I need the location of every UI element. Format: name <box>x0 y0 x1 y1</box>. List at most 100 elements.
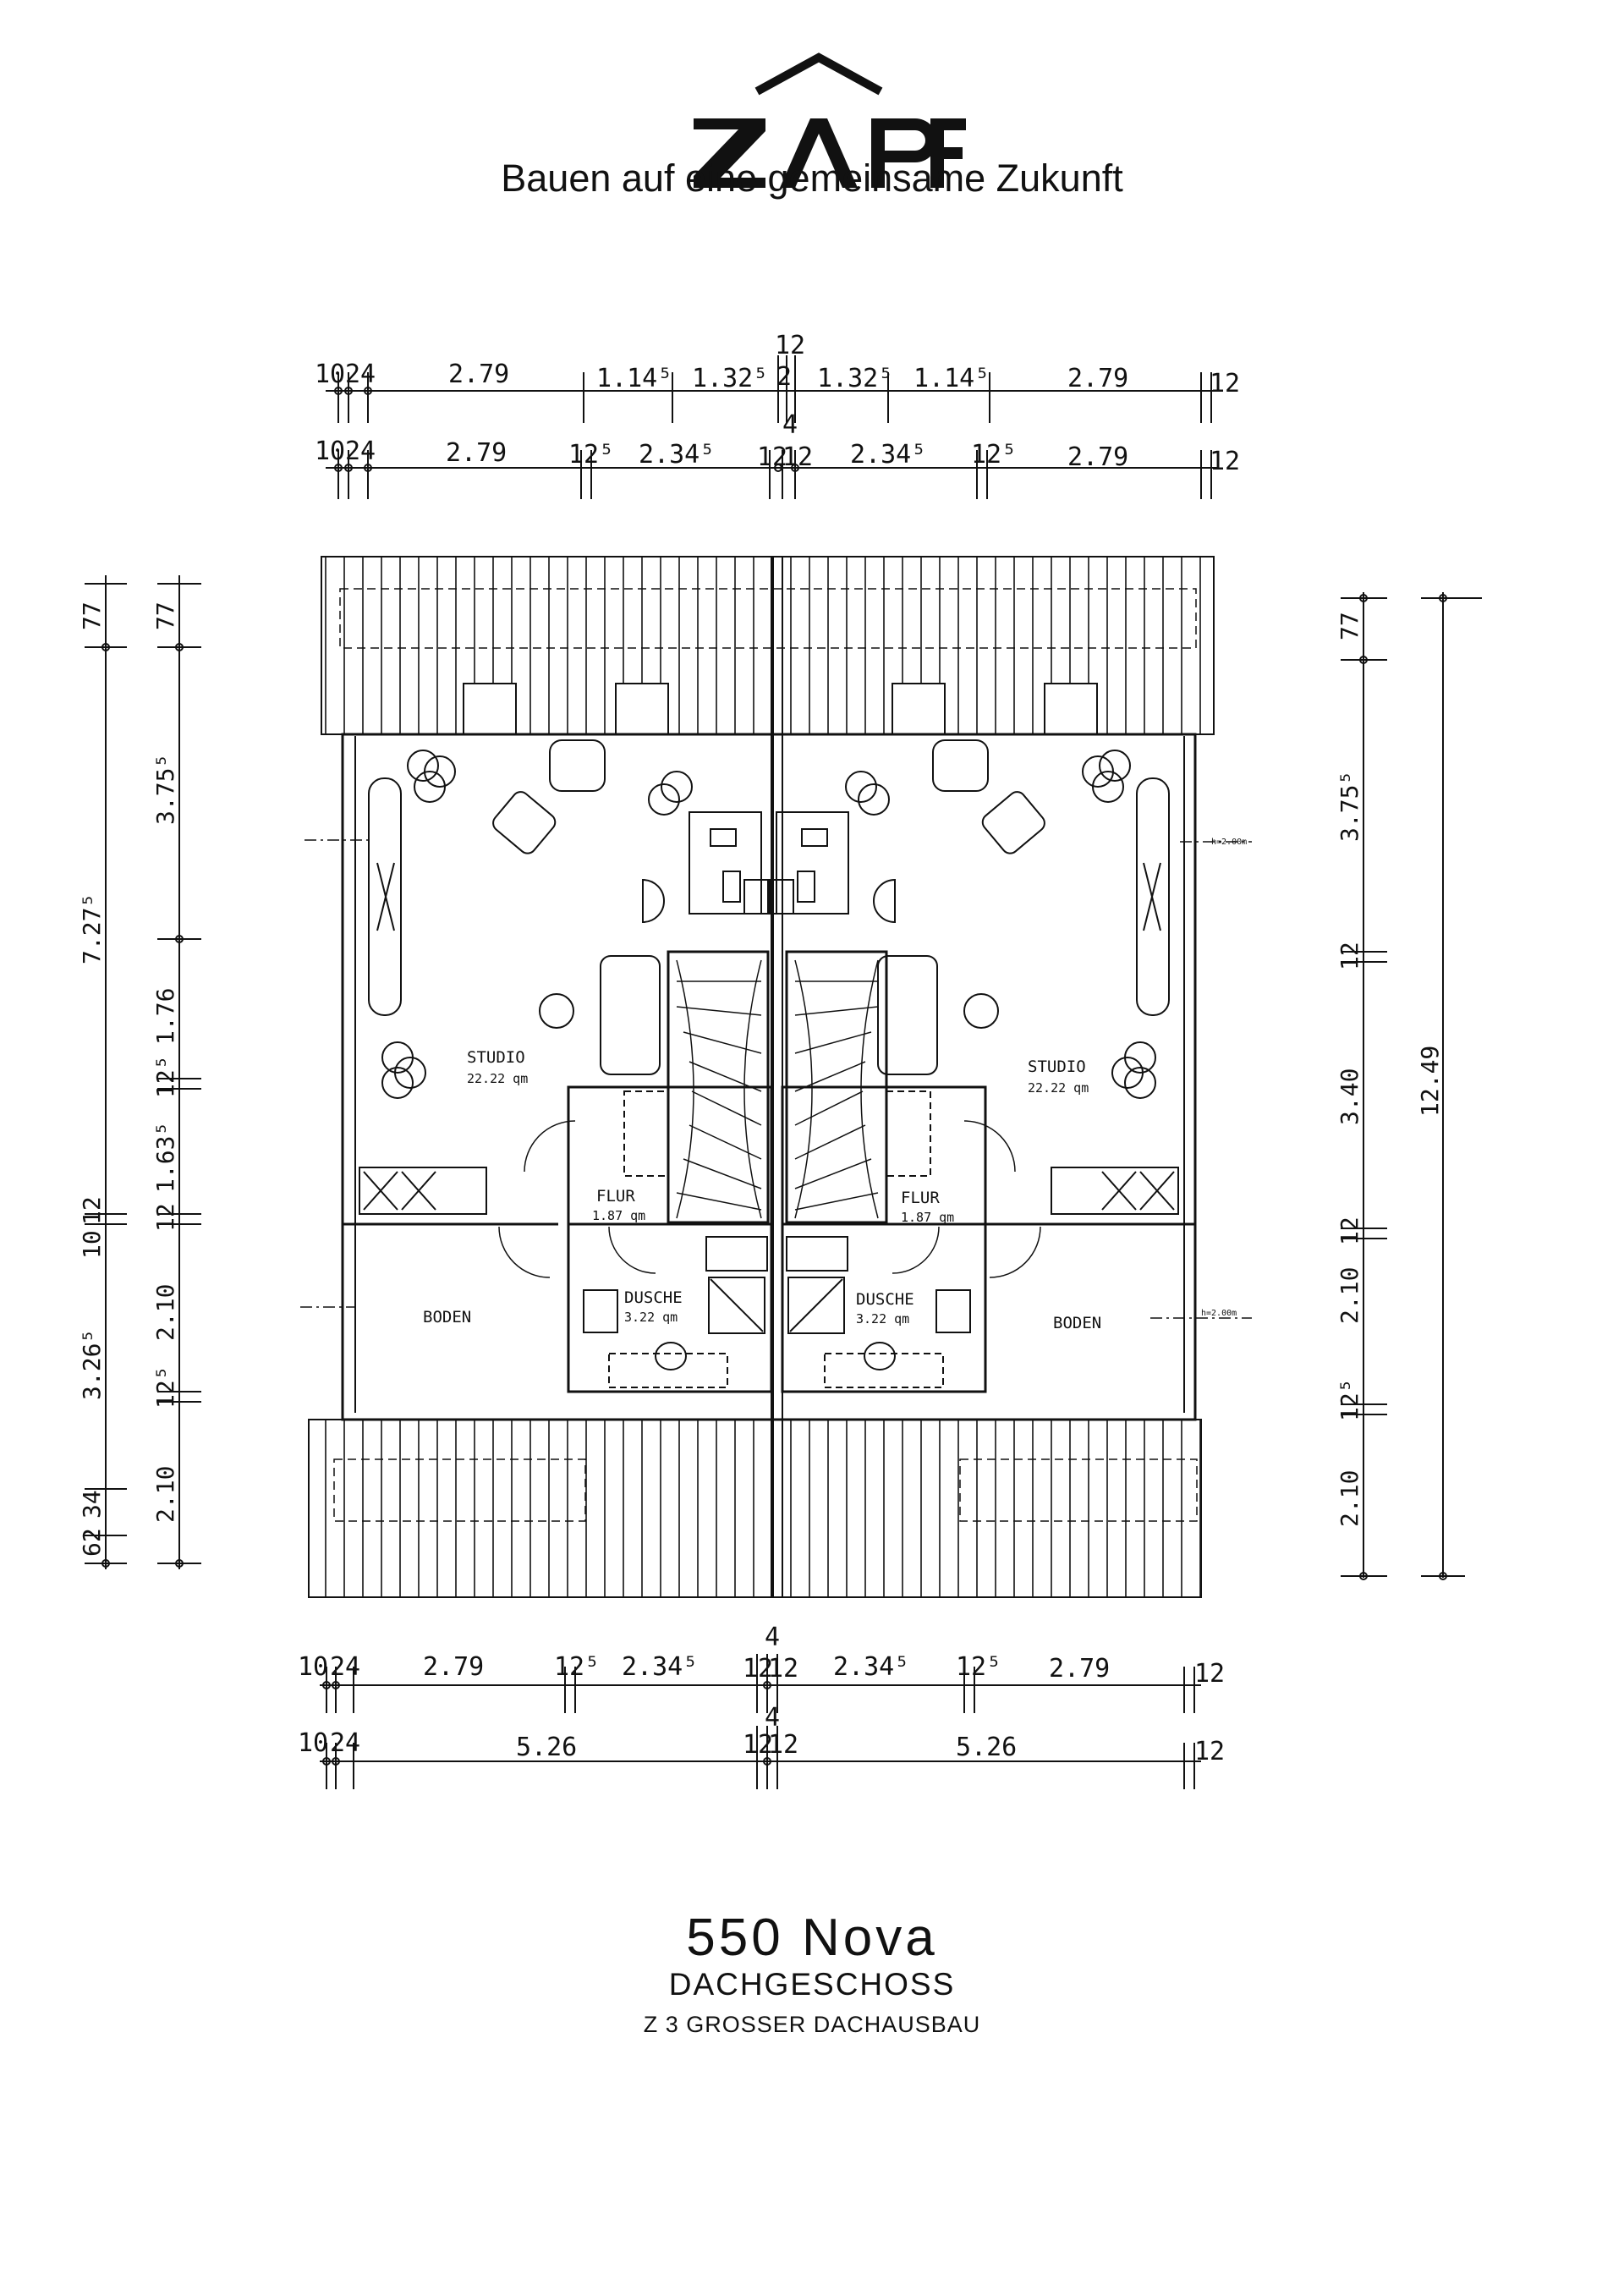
plan-variant: Z 3 GROSSER DACHAUSBAU <box>643 2012 981 2037</box>
svg-text:24: 24 <box>345 437 376 466</box>
flur-right-area: 1.87 qm <box>901 1210 954 1225</box>
svg-text:3.40: 3.40 <box>1336 1068 1363 1125</box>
svg-text:2.10: 2.10 <box>151 1466 179 1523</box>
svg-text:10: 10 <box>315 360 345 389</box>
svg-text:3.75⁵: 3.75⁵ <box>151 754 179 825</box>
svg-text:34: 34 <box>78 1490 106 1519</box>
doors <box>498 1120 1041 1278</box>
svg-text:2.79: 2.79 <box>1067 364 1128 393</box>
svg-text:7.27⁵: 7.27⁵ <box>78 893 106 964</box>
dimension-left-labels: 77 7.27⁵ 10 12 3.26⁵ 62 34 77 3.75⁵ 1.76… <box>78 601 179 1557</box>
svg-text:2.34⁵: 2.34⁵ <box>622 1652 698 1682</box>
svg-text:1.32⁵: 1.32⁵ <box>817 364 893 393</box>
svg-text:12⁵: 12⁵ <box>151 1055 179 1098</box>
svg-text:12: 12 <box>1336 1217 1363 1245</box>
svg-text:12: 12 <box>1210 369 1240 398</box>
plan-title: 550 Nova <box>686 1909 938 1967</box>
svg-text:10: 10 <box>298 1652 328 1682</box>
svg-text:12: 12 <box>78 1196 106 1225</box>
studio-left-label: STUDIO <box>467 1048 525 1067</box>
svg-text:5.26: 5.26 <box>956 1733 1017 1762</box>
svg-text:4: 4 <box>765 1623 780 1652</box>
svg-text:3.75⁵: 3.75⁵ <box>1336 771 1363 842</box>
svg-text:12: 12 <box>1336 942 1363 970</box>
svg-text:10: 10 <box>298 1728 328 1758</box>
svg-text:77: 77 <box>1336 612 1363 640</box>
dimension-top <box>326 355 1218 499</box>
height-note-bottom: h=2.00m <box>1201 1309 1237 1318</box>
studio-left-area: 22.22 qm <box>467 1071 528 1086</box>
dusche-right-area: 3.22 qm <box>856 1311 909 1327</box>
dusche-right-label: DUSCHE <box>856 1290 914 1309</box>
svg-text:2.10: 2.10 <box>1336 1470 1363 1527</box>
svg-text:12⁵: 12⁵ <box>151 1365 179 1409</box>
boden-left-label: BODEN <box>423 1308 471 1327</box>
flur-left-label: FLUR <box>596 1187 635 1206</box>
boden-right-label: BODEN <box>1053 1314 1101 1332</box>
svg-text:12⁵: 12⁵ <box>554 1652 600 1682</box>
svg-text:12⁵: 12⁵ <box>1336 1378 1363 1421</box>
flur-left-area: 1.87 qm <box>592 1208 645 1223</box>
dormers <box>463 683 1098 744</box>
dusche-left-area: 3.22 qm <box>624 1310 678 1325</box>
svg-text:12: 12 <box>151 1203 179 1232</box>
dimension-left <box>85 575 201 1569</box>
svg-text:12: 12 <box>768 1730 798 1760</box>
svg-text:24: 24 <box>345 360 376 389</box>
svg-text:12: 12 <box>743 1654 773 1684</box>
flur-right-label: FLUR <box>901 1189 940 1207</box>
svg-text:2.10: 2.10 <box>1336 1267 1363 1324</box>
room-labels: STUDIO 22.22 qm STUDIO 22.22 qm FLUR 1.8… <box>423 838 1247 1332</box>
svg-text:2.79: 2.79 <box>1049 1654 1110 1684</box>
roof-dashed <box>333 588 1198 1522</box>
dimension-right <box>1341 592 1482 1580</box>
logo-mark <box>694 52 966 188</box>
svg-text:24: 24 <box>330 1652 360 1682</box>
svg-text:10: 10 <box>78 1230 106 1259</box>
studio-right-area: 22.22 qm <box>1028 1080 1089 1096</box>
svg-text:4: 4 <box>782 410 798 440</box>
svg-text:5.26: 5.26 <box>516 1733 577 1762</box>
svg-text:12: 12 <box>757 442 787 472</box>
roof-bottom <box>308 1419 1202 1598</box>
svg-text:12⁵: 12⁵ <box>956 1652 1001 1682</box>
svg-text:12: 12 <box>1210 447 1240 476</box>
svg-text:12: 12 <box>768 1654 798 1684</box>
svg-text:3.26⁵: 3.26⁵ <box>78 1329 106 1400</box>
logo-tagline: Bauen auf eine gemeinsame Zukunft <box>501 157 1123 200</box>
dimension-top-labels: 10 24 2.79 1.14⁵ 1.32⁵ 12 2 4 1.32⁵ 1.14… <box>315 331 1240 476</box>
svg-text:1.63⁵: 1.63⁵ <box>151 1122 179 1193</box>
svg-text:12: 12 <box>743 1730 773 1760</box>
svg-text:2.79: 2.79 <box>446 438 507 468</box>
svg-text:1.76: 1.76 <box>151 988 179 1045</box>
dimension-right-labels: 77 3.75⁵ 12 3.40 12 2.10 12⁵ 2.10 12.49 <box>1336 612 1444 1527</box>
svg-text:1.32⁵: 1.32⁵ <box>692 364 768 393</box>
svg-text:77: 77 <box>78 601 106 630</box>
svg-text:4: 4 <box>765 1703 780 1733</box>
svg-text:12⁵: 12⁵ <box>971 440 1017 470</box>
svg-text:2.34⁵: 2.34⁵ <box>833 1652 909 1682</box>
svg-text:12: 12 <box>1194 1737 1225 1766</box>
svg-text:2.79: 2.79 <box>448 360 509 389</box>
furniture <box>359 739 1179 1388</box>
dimension-bottom-labels: 10 24 2.79 12⁵ 2.34⁵ 12 12 4 2.34⁵ 12⁵ 2… <box>298 1623 1225 1766</box>
section-lines <box>300 839 1252 1319</box>
svg-text:2.79: 2.79 <box>1067 442 1128 472</box>
svg-text:2: 2 <box>776 362 792 392</box>
dimension-bottom <box>320 1654 1201 1789</box>
svg-text:1.14⁵: 1.14⁵ <box>914 364 990 393</box>
svg-text:2.10: 2.10 <box>151 1284 179 1341</box>
studio-right-label: STUDIO <box>1028 1057 1086 1076</box>
svg-text:77: 77 <box>151 601 179 630</box>
floor-name: DACHGESCHOSS <box>668 1967 956 2002</box>
svg-text:1.14⁵: 1.14⁵ <box>596 364 672 393</box>
dusche-left-label: DUSCHE <box>624 1288 683 1307</box>
svg-text:12⁵: 12⁵ <box>568 440 614 470</box>
svg-text:62: 62 <box>78 1528 106 1557</box>
svg-text:12: 12 <box>775 331 805 360</box>
svg-text:2.34⁵: 2.34⁵ <box>639 440 715 470</box>
svg-text:10: 10 <box>315 437 345 466</box>
svg-text:2.79: 2.79 <box>423 1652 484 1682</box>
svg-text:12.49: 12.49 <box>1416 1046 1444 1117</box>
